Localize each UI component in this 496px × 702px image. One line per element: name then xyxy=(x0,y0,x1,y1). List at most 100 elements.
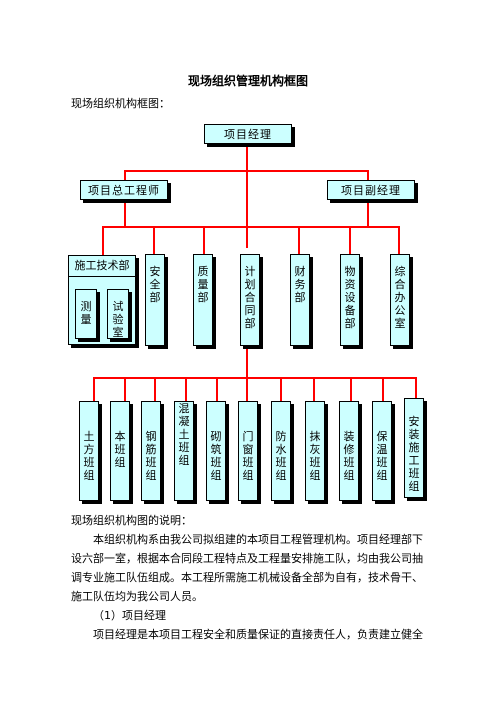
connector xyxy=(367,200,369,227)
label-char: 部 xyxy=(149,291,161,304)
label-char: 办 xyxy=(394,291,406,304)
label-char: 部 xyxy=(244,317,256,330)
tech-dept-label: 施工技术部 xyxy=(69,256,135,277)
label-char: 合 xyxy=(394,278,406,291)
label-char: 灰 xyxy=(309,443,321,456)
label-char: 划 xyxy=(244,278,256,291)
label-char: 质 xyxy=(197,265,209,278)
label-char: 施 xyxy=(408,441,420,454)
connector xyxy=(93,377,417,379)
label-char: 防 xyxy=(275,430,287,443)
label-char: 砌 xyxy=(210,430,222,443)
team-label: 保温班组 xyxy=(373,430,391,482)
team-box: 装修班组 xyxy=(339,401,359,501)
label-char: 班 xyxy=(376,456,388,469)
label-char: 工 xyxy=(408,454,420,467)
connector xyxy=(203,226,205,254)
connector xyxy=(246,170,248,248)
team-label: 防水班组 xyxy=(272,430,290,482)
label-char: 安 xyxy=(149,265,161,278)
label-char: 组 xyxy=(83,469,95,482)
label-char: 班 xyxy=(275,456,287,469)
lab-box: 试验室 xyxy=(107,289,129,339)
connector xyxy=(246,377,248,401)
label-char: 物 xyxy=(344,265,356,278)
connector xyxy=(398,226,400,254)
dept-label: 计划合同部 xyxy=(241,265,259,330)
survey-label: 测量 xyxy=(76,300,96,326)
dept-box: 安全部 xyxy=(145,254,165,346)
label-char: 保 xyxy=(376,430,388,443)
label-char: 混 xyxy=(178,402,190,415)
team-label: 门窗班组 xyxy=(239,430,257,482)
label-char: 部 xyxy=(294,291,306,304)
team-box: 门窗班组 xyxy=(238,401,258,501)
label-char: 土 xyxy=(178,428,190,441)
label-char: 组 xyxy=(210,469,222,482)
team-label: 砌筑班组 xyxy=(207,430,225,482)
team-box: 混凝土班组 xyxy=(174,401,194,501)
lab-label: 试验室 xyxy=(108,300,128,339)
connector xyxy=(185,377,187,401)
label-char: 验 xyxy=(112,313,124,326)
label-char: 组 xyxy=(178,454,190,467)
chart-notes: 现场组织机构图的说明： 本组织机构系由我公司拟组建的本项目工程管理机构。项目经理… xyxy=(71,511,431,644)
page-title: 现场组织管理机构框图 xyxy=(187,74,308,88)
label-char: 班 xyxy=(210,456,222,469)
label-char: 量 xyxy=(197,278,209,291)
label-char: 班 xyxy=(408,467,420,480)
label-char: 公 xyxy=(394,304,406,317)
label-char: 安 xyxy=(408,415,420,428)
label-char: 班 xyxy=(242,456,254,469)
survey-box: 测量 xyxy=(75,289,97,339)
dept-box: 计划合同部 xyxy=(240,254,260,346)
label-char: 组 xyxy=(343,469,355,482)
connector xyxy=(154,377,156,401)
label-char: 班 xyxy=(83,456,95,469)
label-char: 试 xyxy=(112,300,124,313)
label-char: 计 xyxy=(244,265,256,278)
label-char: 班 xyxy=(309,456,321,469)
connector xyxy=(124,377,126,401)
team-box: 土方班组 xyxy=(79,401,99,501)
notes-paragraph: 本组织机构系由我公司拟组建的本项目工程管理机构。项目经理部下设六部一室，根据本合… xyxy=(71,533,423,603)
team-label: 混凝土班组 xyxy=(175,402,193,467)
label-char: 筋 xyxy=(145,443,157,456)
label-char: 室 xyxy=(112,326,124,339)
label-char: 装 xyxy=(408,428,420,441)
connector xyxy=(124,200,126,227)
connector xyxy=(246,345,248,378)
label-char: 测 xyxy=(80,300,92,313)
label-char: 组 xyxy=(309,469,321,482)
label-char: 组 xyxy=(145,469,157,482)
label-char: 本 xyxy=(114,430,126,443)
connector xyxy=(246,144,248,170)
dept-label: 质量部 xyxy=(194,265,212,304)
label-char: 组 xyxy=(242,469,254,482)
team-box: 安装施工班组 xyxy=(404,398,424,498)
dept-label: 综合办公室 xyxy=(391,265,409,330)
connector xyxy=(124,170,126,182)
label-char: 土 xyxy=(83,430,95,443)
dept-label: 安全部 xyxy=(146,265,164,304)
dept-box: 财务部 xyxy=(290,254,310,346)
label-char: 组 xyxy=(408,480,420,493)
team-box: 防水班组 xyxy=(271,401,291,501)
connector xyxy=(298,226,300,254)
connector xyxy=(313,377,315,401)
label-char: 筑 xyxy=(210,443,222,456)
team-label: 安装施工班组 xyxy=(405,415,423,493)
label-char: 修 xyxy=(343,443,355,456)
chart-caption: 现场组织机构框图： xyxy=(71,97,170,110)
connector xyxy=(349,226,351,254)
label-char: 合 xyxy=(244,291,256,304)
label-char: 温 xyxy=(376,443,388,456)
project-manager-box: 项目经理 xyxy=(204,124,292,144)
team-label: 钢筋班组 xyxy=(142,430,160,482)
team-box: 钢筋班组 xyxy=(141,401,161,501)
team-box: 砌筑班组 xyxy=(206,401,226,501)
label-char: 同 xyxy=(244,304,256,317)
label-char: 门 xyxy=(242,430,254,443)
label-char: 班 xyxy=(145,456,157,469)
connector xyxy=(102,226,400,228)
